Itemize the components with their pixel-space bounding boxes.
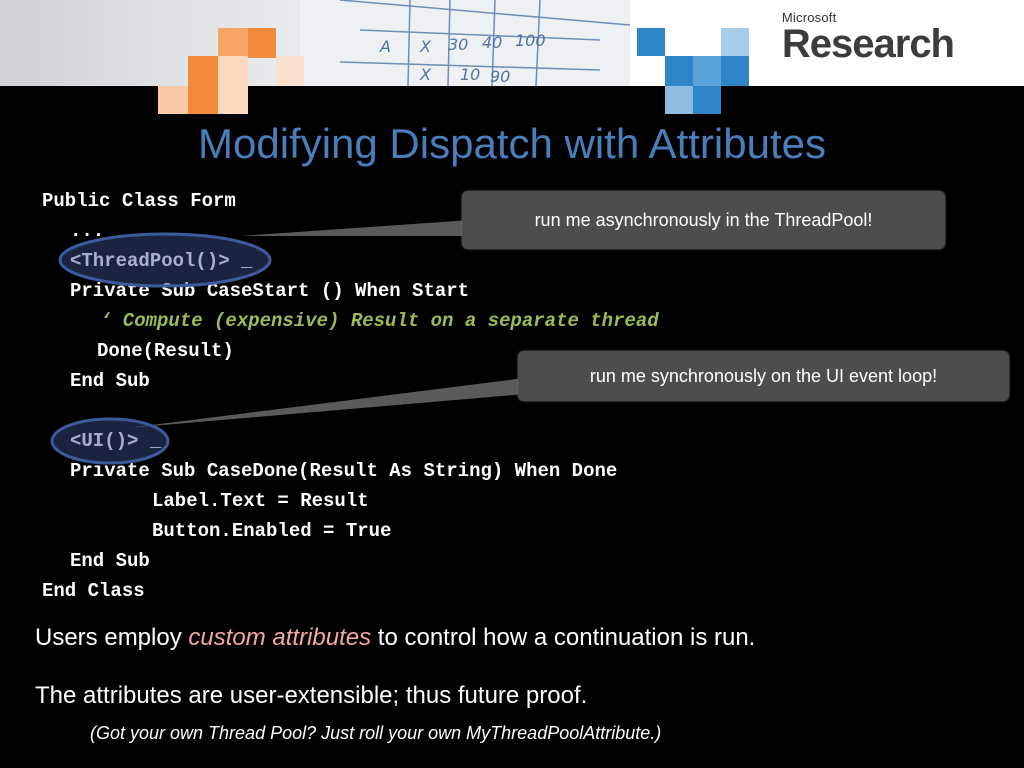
code-line: Public Class Form — [42, 190, 236, 212]
logo-division: Research — [781, 22, 955, 66]
bullet-text: Users employ — [35, 624, 189, 651]
decor-square — [276, 56, 304, 86]
svg-text:10: 10 — [460, 65, 480, 84]
decor-square — [665, 56, 693, 86]
decor-square — [218, 86, 248, 114]
highlight-ellipse — [50, 417, 170, 465]
code-line: End Sub — [70, 550, 150, 572]
svg-text:X: X — [419, 37, 432, 56]
logo-company: Microsoft — [781, 10, 837, 25]
decor-square — [188, 56, 218, 86]
bullet-custom-attributes: Users employ custom attributes to contro… — [35, 624, 755, 652]
decor-square — [218, 28, 248, 58]
decor-square — [693, 56, 721, 86]
footnote: (Got your own Thread Pool? Just roll you… — [90, 723, 662, 743]
callout-ui-text: run me synchronously on the UI event loo… — [589, 365, 938, 386]
code-line: Label.Text = Result — [152, 490, 369, 512]
whiteboard-image: A X 30 40 100 X 10 90 — [300, 0, 630, 86]
microsoft-research-logo: Microsoft Research — [781, 10, 955, 66]
decor-square — [665, 86, 693, 114]
bullet-text: to control how a continuation is run. — [371, 624, 756, 651]
header-banner: A X 30 40 100 X 10 90 Microsoft Research — [0, 0, 1024, 86]
decor-square — [218, 56, 248, 86]
decor-square — [721, 28, 749, 56]
bullet-user-extensible: The attributes are user-extensible; thus… — [35, 682, 588, 709]
svg-text:90: 90 — [490, 67, 510, 86]
highlight-ellipse — [58, 232, 272, 288]
callout-threadpool: run me asynchronously in the ThreadPool! — [462, 191, 945, 249]
svg-text:A: A — [379, 37, 391, 56]
code-line: ... — [70, 220, 105, 242]
decor-square — [158, 86, 188, 114]
code-line: Private Sub CaseDone(Result As String) W… — [70, 460, 618, 482]
code-line: <ThreadPool()> _ — [70, 250, 252, 272]
code-comment: ‘ Compute (expensive) Result on a separa… — [100, 310, 659, 332]
callout-pointer — [128, 378, 525, 428]
emphasis-text: custom attributes — [188, 624, 372, 651]
decor-square — [188, 86, 218, 114]
svg-text:30: 30 — [448, 35, 468, 54]
decor-square — [693, 86, 721, 114]
decor-square — [248, 28, 276, 58]
callout-pointer — [240, 220, 470, 236]
svg-text:X: X — [419, 65, 432, 84]
decor-square — [637, 28, 665, 56]
code-line: <UI()> _ — [70, 430, 161, 452]
code-line: Private Sub CaseStart () When Start — [70, 280, 470, 302]
svg-text:100: 100 — [515, 31, 546, 50]
decor-square — [721, 56, 749, 86]
code-line: Done(Result) — [97, 340, 234, 362]
callout-threadpool-text: run me asynchronously in the ThreadPool! — [534, 209, 873, 230]
code-line: End Sub — [70, 370, 150, 392]
slide-title: Modifying Dispatch with Attributes — [198, 120, 826, 167]
code-line: End Class — [42, 580, 145, 602]
callout-ui: run me synchronously on the UI event loo… — [518, 351, 1009, 401]
svg-text:40: 40 — [482, 33, 502, 52]
code-line: Button.Enabled = True — [152, 520, 392, 542]
